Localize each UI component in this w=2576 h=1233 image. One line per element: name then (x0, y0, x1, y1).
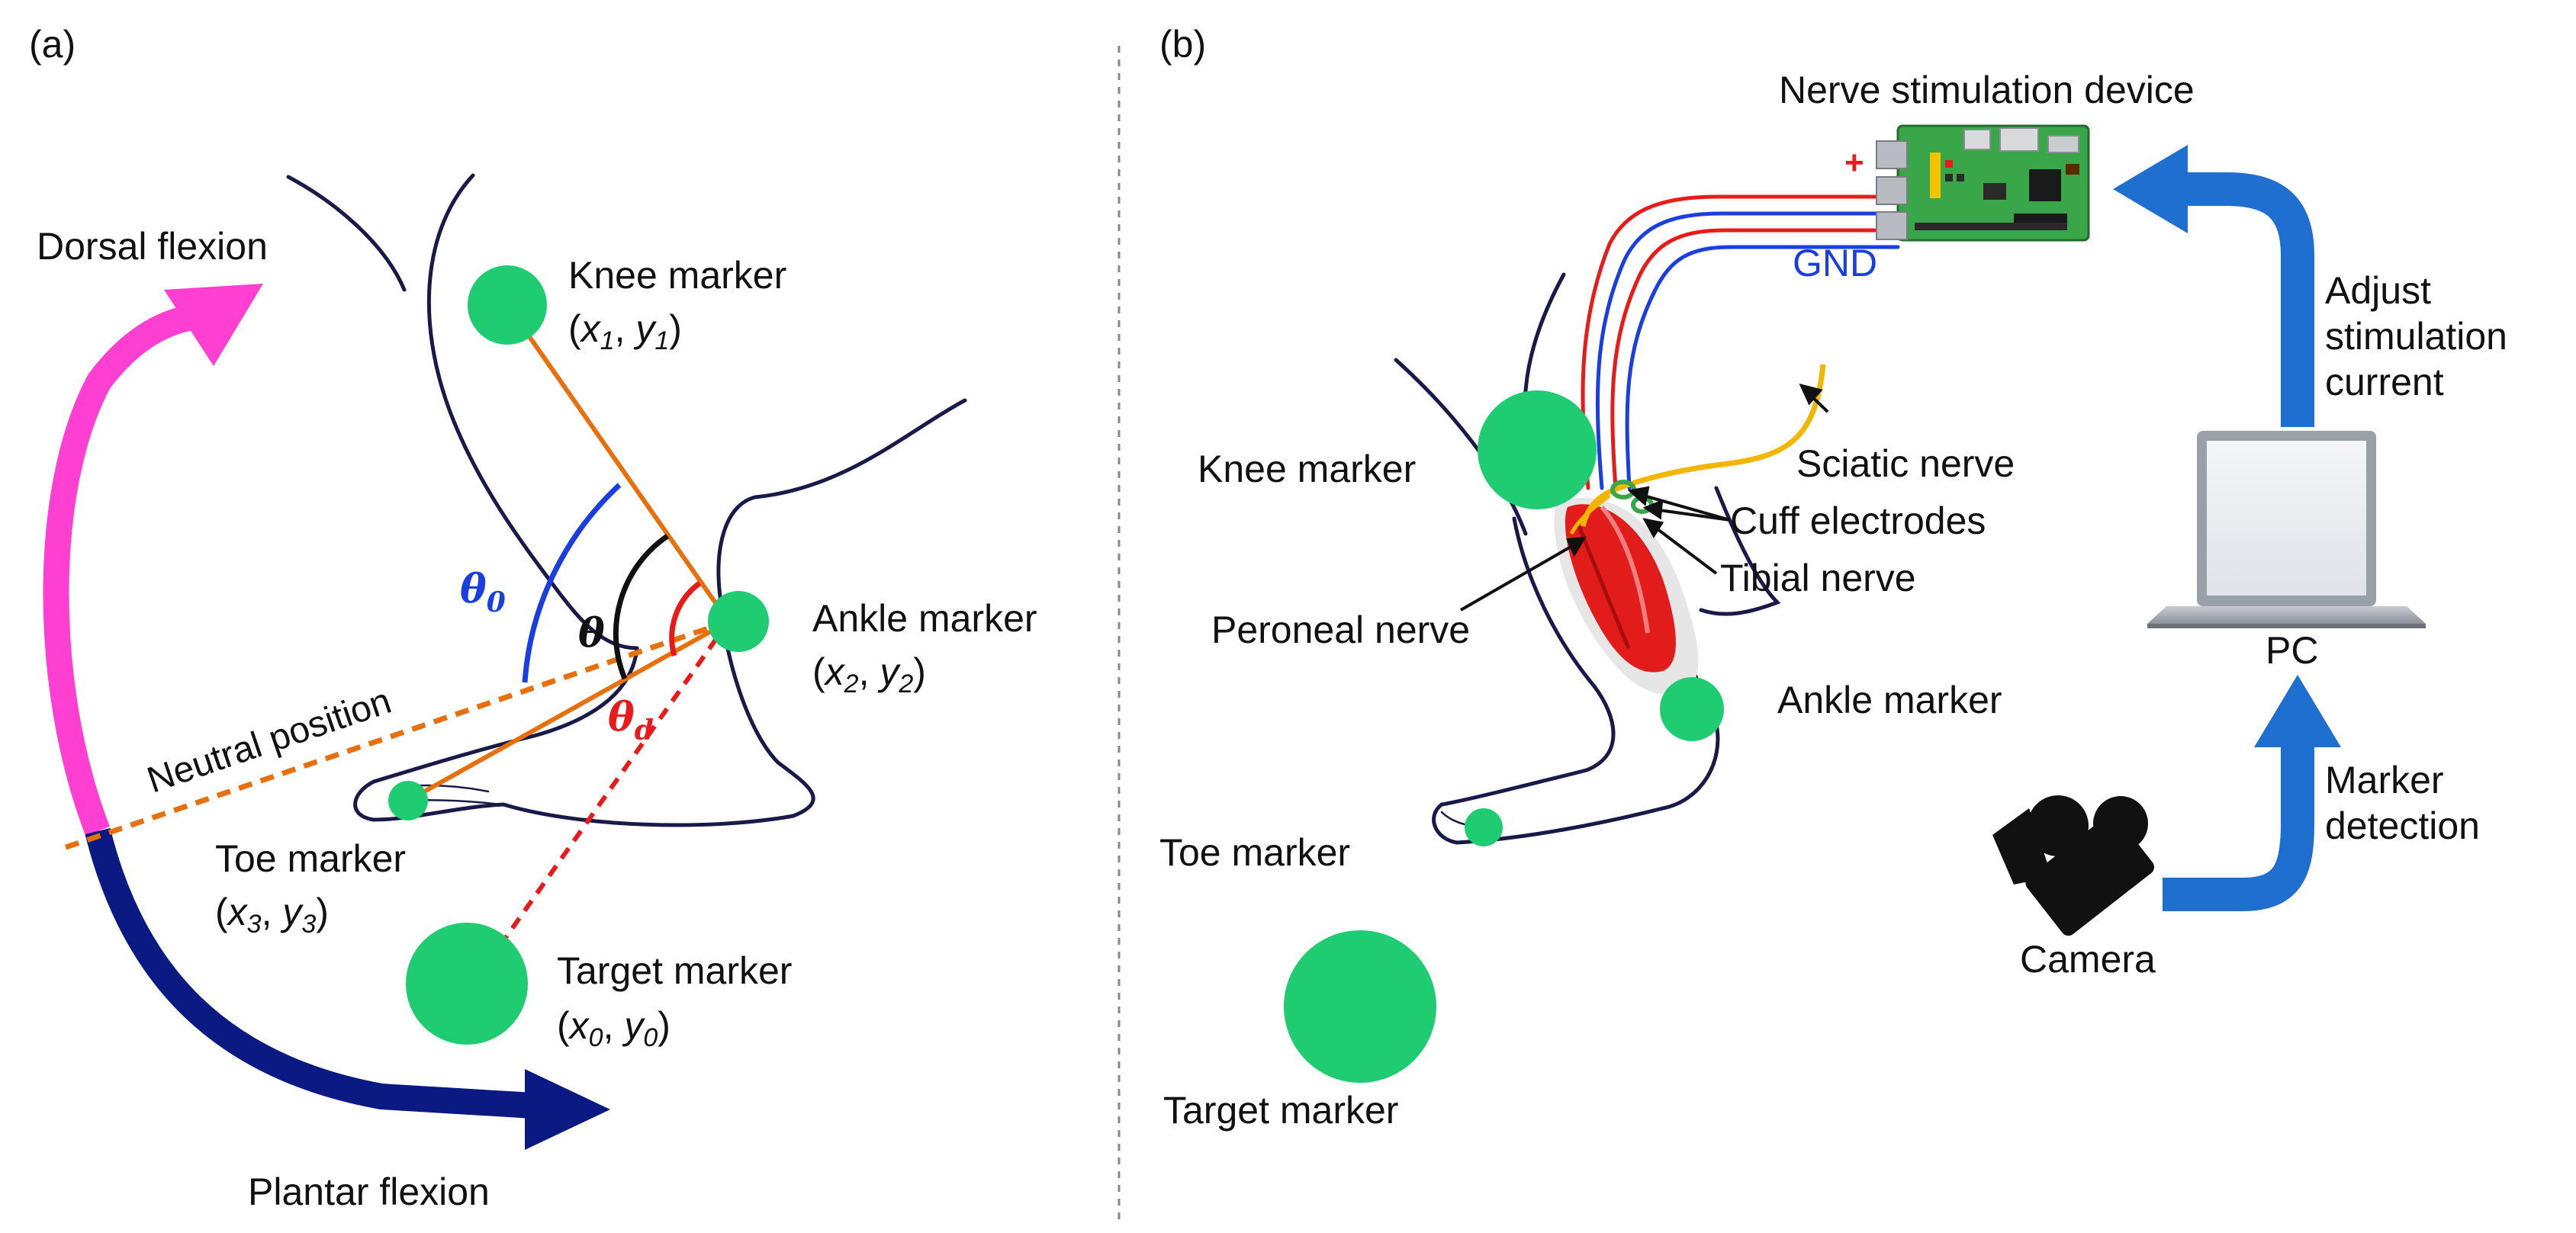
ankle-marker-coords: (x2, y2) (812, 650, 926, 698)
sciatic-nerve-label: Sciatic nerve (1796, 442, 2015, 485)
toe-marker-b (1465, 808, 1503, 846)
stimulation-wires (1581, 194, 1900, 490)
detection-flow-arrow (2163, 675, 2341, 911)
ankle-marker-label-a: Ankle marker (812, 597, 1037, 640)
theta-arc (613, 534, 669, 680)
panel-a-label: (a) (29, 23, 76, 66)
cuff-electrodes-label: Cuff electrodes (1730, 499, 1986, 542)
marker-detection-line1: Marker (2325, 759, 2444, 801)
knee-marker-label-b: Knee marker (1198, 448, 1416, 490)
adjust-stimulation-line1: Adjust (2325, 269, 2431, 312)
adjust-flow-arrow (2113, 145, 2314, 427)
target-direction-line (465, 620, 731, 994)
panel-b: (b) (1159, 23, 2507, 1132)
marker-detection-line2: detection (2325, 804, 2480, 847)
knee-ankle-segment (505, 303, 731, 623)
ankle-toe-segment (407, 619, 730, 803)
target-marker-b (1284, 930, 1436, 1083)
peroneal-branch (1569, 494, 1611, 535)
toe-marker-coords: (x3, y3) (215, 891, 329, 939)
plantar-flexion-label: Plantar flexion (248, 1170, 490, 1213)
panel-b-label: (b) (1159, 23, 1206, 66)
peroneal-nerve-label: Peroneal nerve (1211, 608, 1470, 651)
target-marker-label-b: Target marker (1163, 1089, 1398, 1132)
pcb-board (1876, 124, 2090, 242)
target-marker-label-a: Target marker (557, 949, 792, 992)
theta-d-label: θd (608, 694, 654, 747)
theta-0-arc (522, 483, 622, 683)
gnd-label: GND (1793, 242, 1877, 284)
knee-marker-a (468, 265, 547, 345)
camera-label: Camera (2020, 938, 2156, 981)
dorsal-flexion-label: Dorsal flexion (37, 225, 268, 268)
theta-label: θ (578, 610, 605, 657)
dorsal-flexion-arrow (43, 284, 263, 836)
ankle-marker-label-b: Ankle marker (1777, 679, 2002, 721)
tibial-nerve-label: Tibial nerve (1720, 557, 1916, 599)
adjust-stimulation-line2: stimulation (2325, 315, 2507, 358)
target-marker-coords: (x0, y0) (557, 1004, 671, 1052)
plus-terminal-label: + (1844, 144, 1864, 181)
neutral-position-label: Neutral position (142, 681, 396, 801)
pc-label: PC (2266, 629, 2318, 672)
theta-0-label: θ0 (460, 566, 506, 618)
ankle-marker-a (708, 591, 769, 652)
sciatic-nerve (1580, 364, 1826, 527)
target-marker-a (406, 923, 528, 1045)
laptop-icon (2147, 431, 2426, 628)
annotation-arrows (1460, 384, 1829, 612)
toe-marker-label-b: Toe marker (1159, 831, 1350, 874)
knee-marker-b (1478, 390, 1597, 509)
plantar-flexion-arrow (85, 827, 610, 1150)
toe-marker-a (388, 781, 428, 820)
camera-icon (1992, 795, 2155, 936)
ankle-marker-b (1660, 677, 1724, 741)
theta-d-arc (669, 581, 702, 657)
toe-marker-label-a: Toe marker (215, 837, 406, 880)
knee-marker-label-a: Knee marker (568, 254, 786, 297)
device-title: Nerve stimulation device (1779, 69, 2195, 111)
panel-a: (a) Dorsal flexion Plantar flexion Neutr… (29, 23, 1037, 1213)
knee-marker-coords: (x1, y1) (568, 307, 682, 355)
adjust-stimulation-line3: current (2325, 361, 2444, 403)
